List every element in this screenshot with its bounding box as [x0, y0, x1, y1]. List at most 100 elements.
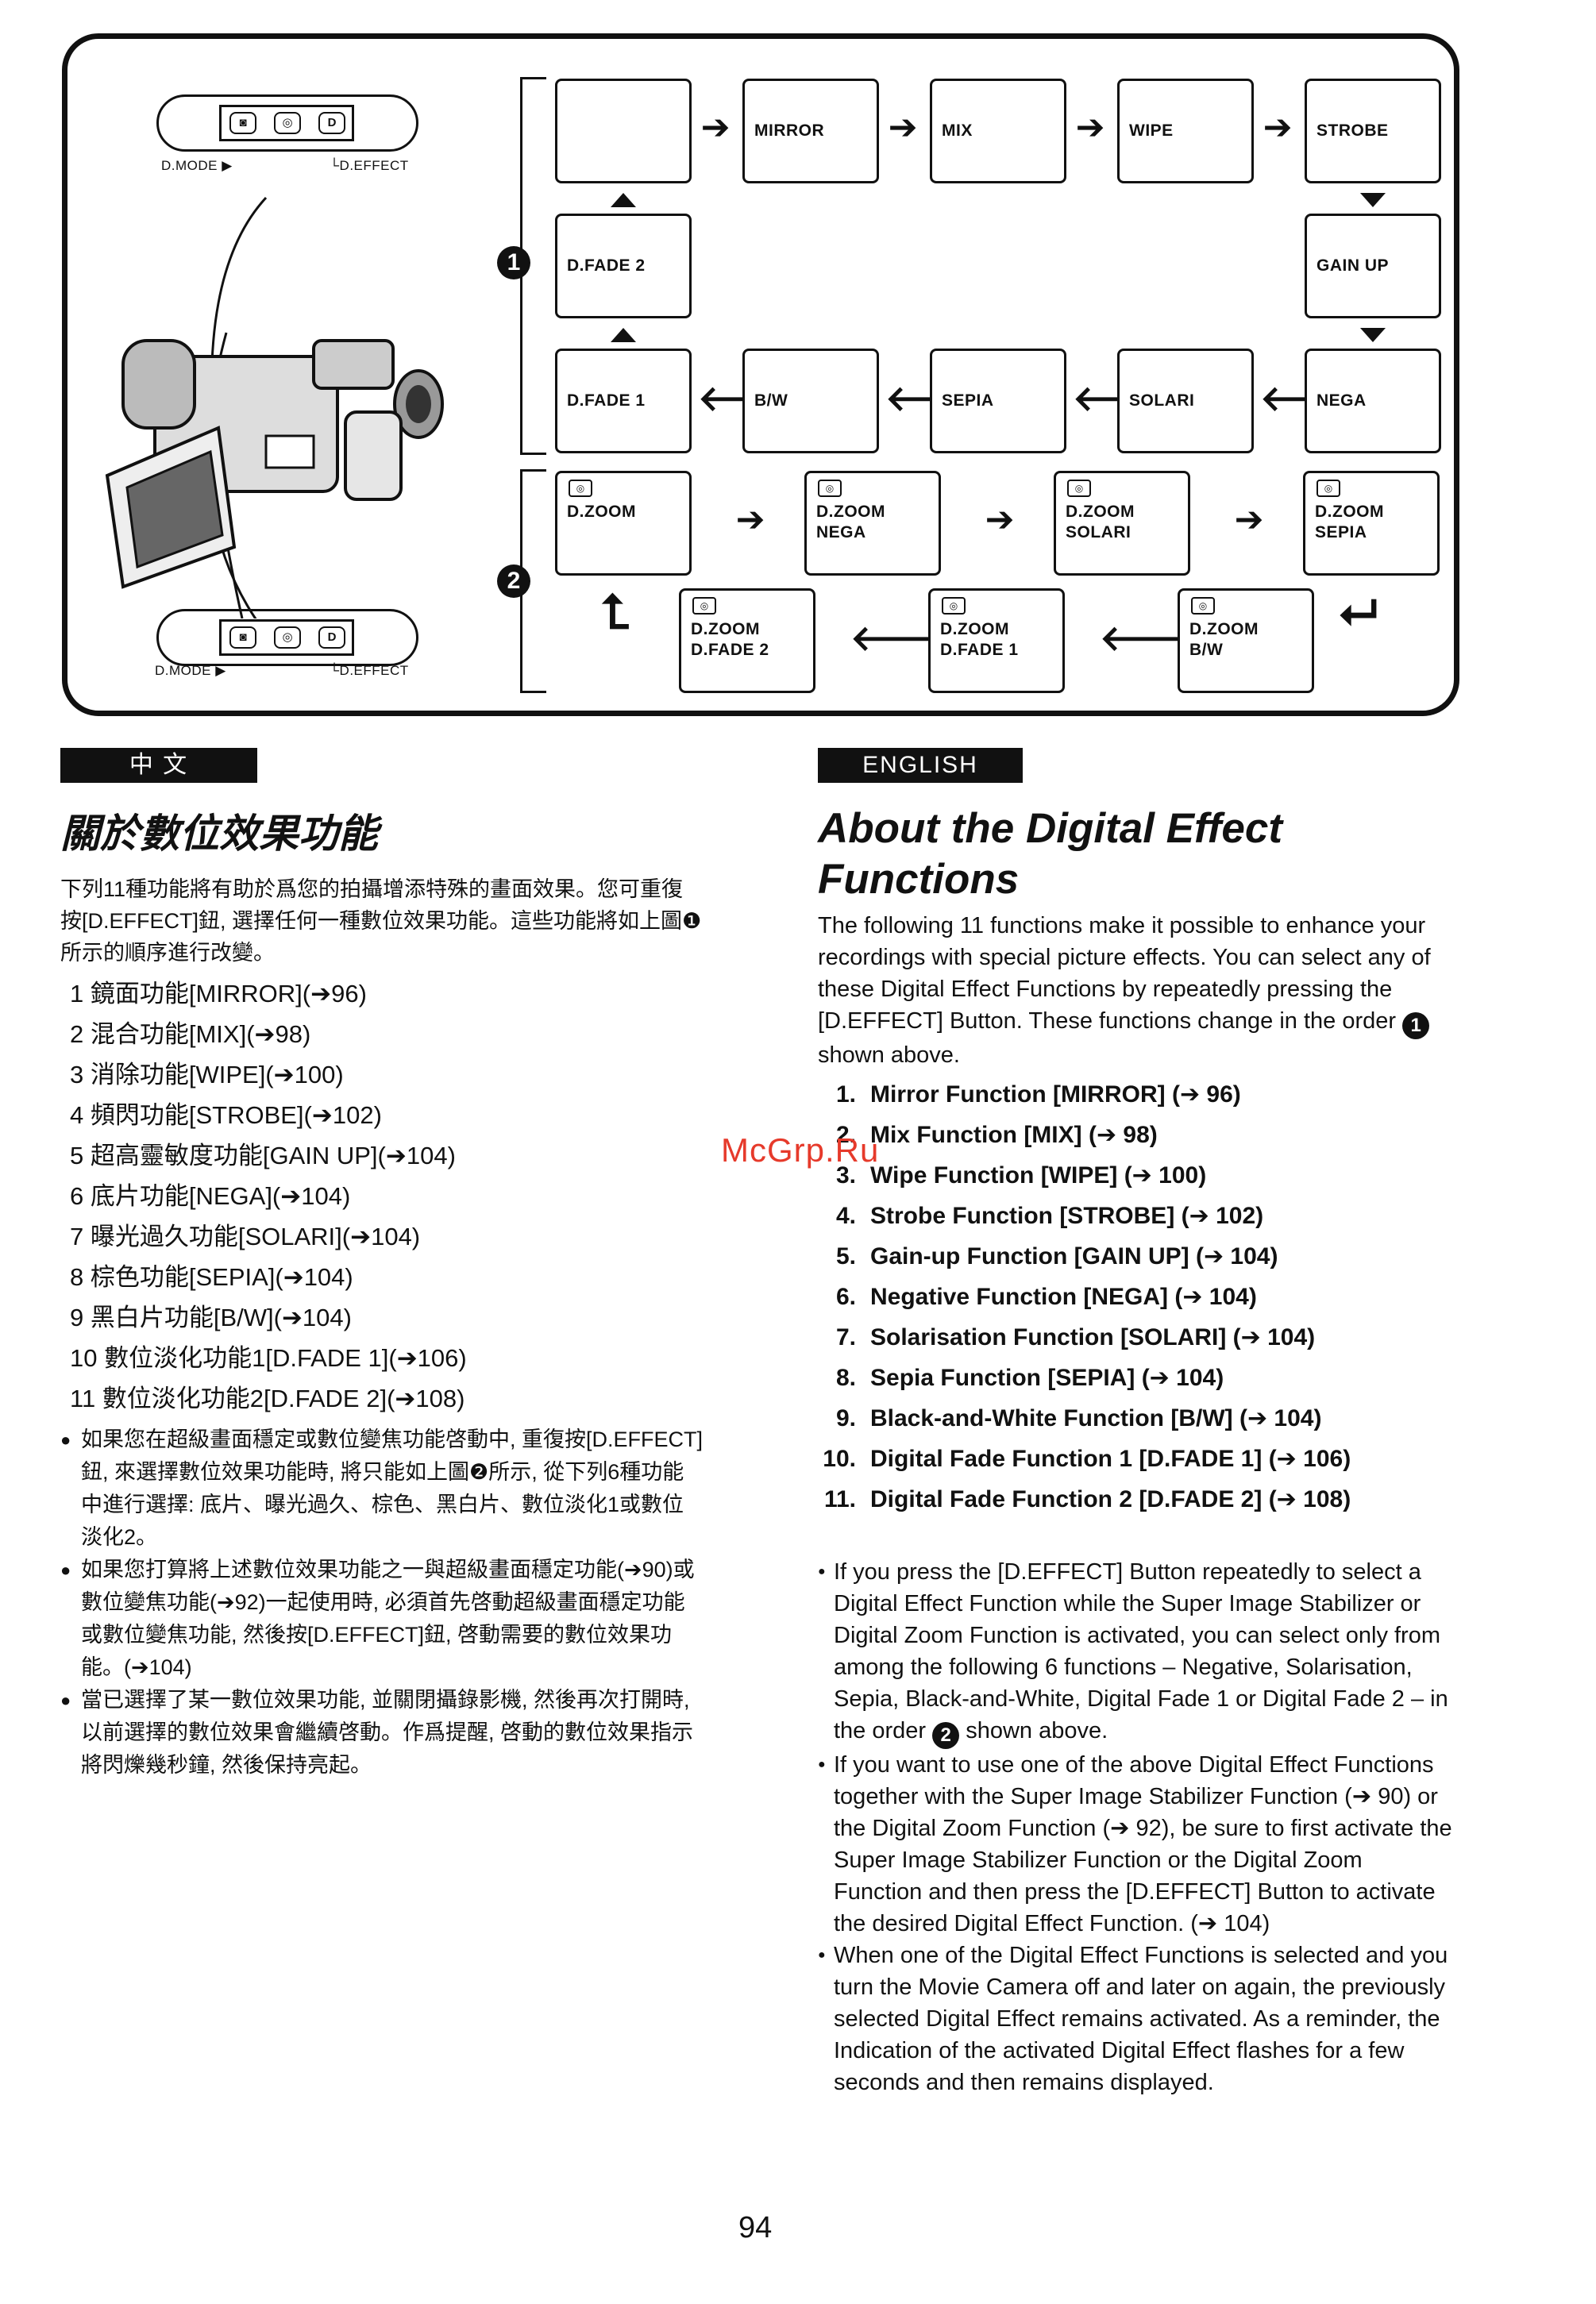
list-item: 9. Black-and-White Function [B/W] (➔ 104) — [818, 1398, 1453, 1439]
list-number: 2. — [835, 1122, 856, 1148]
arrow-right-icon: ➔ — [735, 500, 765, 539]
mode-switch-top: ◙ ◎ D — [156, 94, 418, 152]
arrow-right-icon: ➔ — [1263, 108, 1293, 147]
arrow-right-icon: ➔ — [1234, 500, 1264, 539]
effect-box-dzoom-bw: ◎D.ZOOM B/W — [1178, 588, 1314, 693]
list-item: 4 頻閃功能[STROBE](➔102) — [70, 1101, 382, 1129]
list-item: 1 鏡面功能[MIRROR](➔96) — [70, 980, 367, 1008]
list-number: 1. — [835, 1081, 856, 1108]
list-item: 5.Gain-up Function [GAIN UP] (➔ 104) — [818, 1236, 1453, 1277]
dmode-label: D.MODE ▶ — [161, 158, 233, 173]
en-intro-text-end: shown above. — [818, 1042, 960, 1068]
effect-label: D.ZOOM SEPIA — [1315, 503, 1384, 541]
zoom-icon-lit: ◎ — [274, 626, 301, 649]
effect-order-diagram: ◙ ◎ D D.MODE ▶ └D.EFFECT ◙ ◎ D D.MODE ▶ … — [62, 33, 1459, 716]
d-effect-icon-lit: D — [318, 626, 345, 649]
effect-label: B/W — [754, 391, 788, 410]
effect-label: NEGA — [1317, 391, 1367, 410]
zh-intro: 下列11種功能將有助於爲您的拍攝增添特殊的畫面效果。您可重復按[D.EFFECT… — [60, 877, 702, 965]
stabilizer-icon-lit: ◙ — [229, 626, 256, 649]
en-title-line2: Functions — [818, 856, 1020, 903]
en-bullet: If you want to use one of the above Digi… — [818, 1749, 1453, 1940]
arrow-right-icon: ➔ — [1075, 108, 1105, 147]
zh-column: 關於數位效果功能 下列11種功能將有助於爲您的拍攝增添特殊的畫面效果。您可重復按… — [60, 802, 704, 1782]
arrow-right-icon: ➔ — [888, 108, 918, 147]
list-text: Strobe Function [STROBE] (➔ 102) — [870, 1203, 1264, 1229]
arrow-left-icon: 🡐 — [885, 382, 979, 417]
effect-box-solari: SOLARI — [1117, 349, 1254, 453]
list-number: 9. — [835, 1405, 856, 1431]
zoom-icon: ◎ — [818, 480, 842, 497]
en-bullet: When one of the Digital Effect Functions… — [818, 1940, 1453, 2098]
en-intro-text: The following 11 functions make it possi… — [818, 913, 1431, 1034]
stabilizer-icon: ◙ — [229, 112, 256, 134]
arrow-down-icon — [1360, 328, 1386, 342]
list-text: Black-and-White Function [B/W] (➔ 104) — [870, 1405, 1322, 1431]
effect-label: SEPIA — [942, 391, 994, 410]
list-item: 10. Digital Fade Function 1 [D.FADE 1] (➔… — [818, 1439, 1453, 1479]
effect-box-dzoom: ◎D.ZOOM — [555, 471, 692, 576]
list-item: 7.Solarisation Function [SOLARI] (➔ 104) — [818, 1317, 1453, 1358]
order-marker-1-icon: 1 — [1402, 1012, 1430, 1039]
en-bullet-text: If you press the [D.EFFECT] Button repea… — [834, 1559, 1448, 1743]
arrow-left-icon: 🡐 — [698, 382, 792, 417]
page-number: 94 — [738, 2211, 773, 2244]
list-text: Sepia Function [SEPIA] (➔ 104) — [870, 1365, 1224, 1391]
list-text: Digital Fade Function 2 [D.FADE 2] (➔ 10… — [870, 1486, 1351, 1512]
effect-box-bw: B/W — [742, 349, 879, 453]
list-number: 10. — [823, 1446, 856, 1472]
effect-box-nega: NEGA — [1305, 349, 1441, 453]
list-number: 7. — [835, 1324, 856, 1350]
watermark: McGrp.Ru — [721, 1131, 880, 1169]
en-intro: The following 11 functions make it possi… — [818, 910, 1453, 1071]
en-section-header: ENGLISH — [818, 748, 1023, 783]
list-item: 6 底片功能[NEGA](➔104) — [70, 1182, 351, 1210]
list-text: Gain-up Function [GAIN UP] (➔ 104) — [870, 1243, 1278, 1270]
list-number: 8. — [835, 1365, 856, 1391]
effect-box-dfade2: D.FADE 2 — [555, 214, 692, 318]
en-page-title: About the Digital Effect Functions — [818, 803, 1453, 905]
deffect-label-text: D.EFFECT — [339, 158, 409, 173]
arrow-up-icon — [611, 328, 636, 342]
list-item: 11 數位淡化功能2[D.FADE 2](➔108) — [70, 1385, 465, 1412]
list-number: 11. — [823, 1486, 856, 1512]
en-bullet: If you press the [D.EFFECT] Button repea… — [818, 1556, 1453, 1749]
list-text: Negative Function [NEGA] (➔ 104) — [870, 1284, 1257, 1310]
marker-2: 2 — [497, 564, 530, 598]
effect-label: WIPE — [1129, 121, 1174, 140]
list-item: 5 超高靈敏度功能[GAIN UP](➔104) — [70, 1142, 456, 1169]
zoom-icon: ◎ — [1317, 480, 1340, 497]
zoom-icon: ◎ — [1067, 480, 1091, 497]
en-title-line1: About the Digital Effect — [818, 805, 1282, 852]
effect-box-dfade1: D.FADE 1 — [555, 349, 692, 453]
zoom-icon: ◎ — [274, 112, 301, 134]
list-item: 6.Negative Function [NEGA] (➔ 104) — [818, 1277, 1453, 1317]
effect-label: MIX — [942, 121, 973, 140]
mode-switch-bottom: ◙ ◎ D — [156, 609, 418, 666]
effect-box-dzoom-dfade1: ◎D.ZOOM D.FADE 1 — [928, 588, 1065, 693]
zh-section-header: 中 文 — [60, 748, 257, 783]
zoom-icon: ◎ — [1191, 597, 1215, 615]
list-item: 11. Digital Fade Function 2 [D.FADE 2] (➔… — [818, 1479, 1453, 1520]
dmode-label-bottom: D.MODE ▶ — [155, 663, 226, 678]
deffect-label-bottom-text: D.EFFECT — [339, 663, 409, 678]
list-item: 2.Mix Function [MIX] (➔ 98) — [818, 1115, 1453, 1155]
list-text: Digital Fade Function 1 [D.FADE 1] (➔ 10… — [870, 1446, 1351, 1472]
effect-box-dzoom-nega: ◎D.ZOOM NEGA — [804, 471, 941, 576]
arrow-up-icon — [611, 193, 636, 207]
zoom-icon: ◎ — [569, 480, 592, 497]
return-down-arrow-icon: ⮠ — [1340, 585, 1378, 638]
effect-box-dzoom-sepia: ◎ D.ZOOM SEPIA — [1303, 471, 1440, 576]
effect-box-blank — [555, 79, 692, 183]
list-item: 4.Strobe Function [STROBE] (➔ 102) — [818, 1196, 1453, 1236]
list-item: 8. Sepia Function [SEPIA] (➔ 104) — [818, 1358, 1453, 1398]
effect-label: MIRROR — [754, 121, 825, 140]
zh-bullet: 如果您在超級畫面穩定或數位變焦功能啓動中, 重復按[D.EFFECT]鈕, 來選… — [60, 1424, 704, 1554]
zh-page-title: 關於數位效果功能 — [60, 810, 378, 857]
arrow-left-icon: 🡐 — [1100, 619, 1193, 658]
d-effect-icon: D — [318, 112, 345, 134]
effect-label: STROBE — [1317, 121, 1389, 140]
effect-box-sepia: SEPIA — [930, 349, 1066, 453]
deffect-label: └D.EFFECT — [330, 158, 409, 173]
en-function-list: 1.Mirror Function [MIRROR] (➔ 96) 2.Mix … — [818, 1074, 1453, 1520]
